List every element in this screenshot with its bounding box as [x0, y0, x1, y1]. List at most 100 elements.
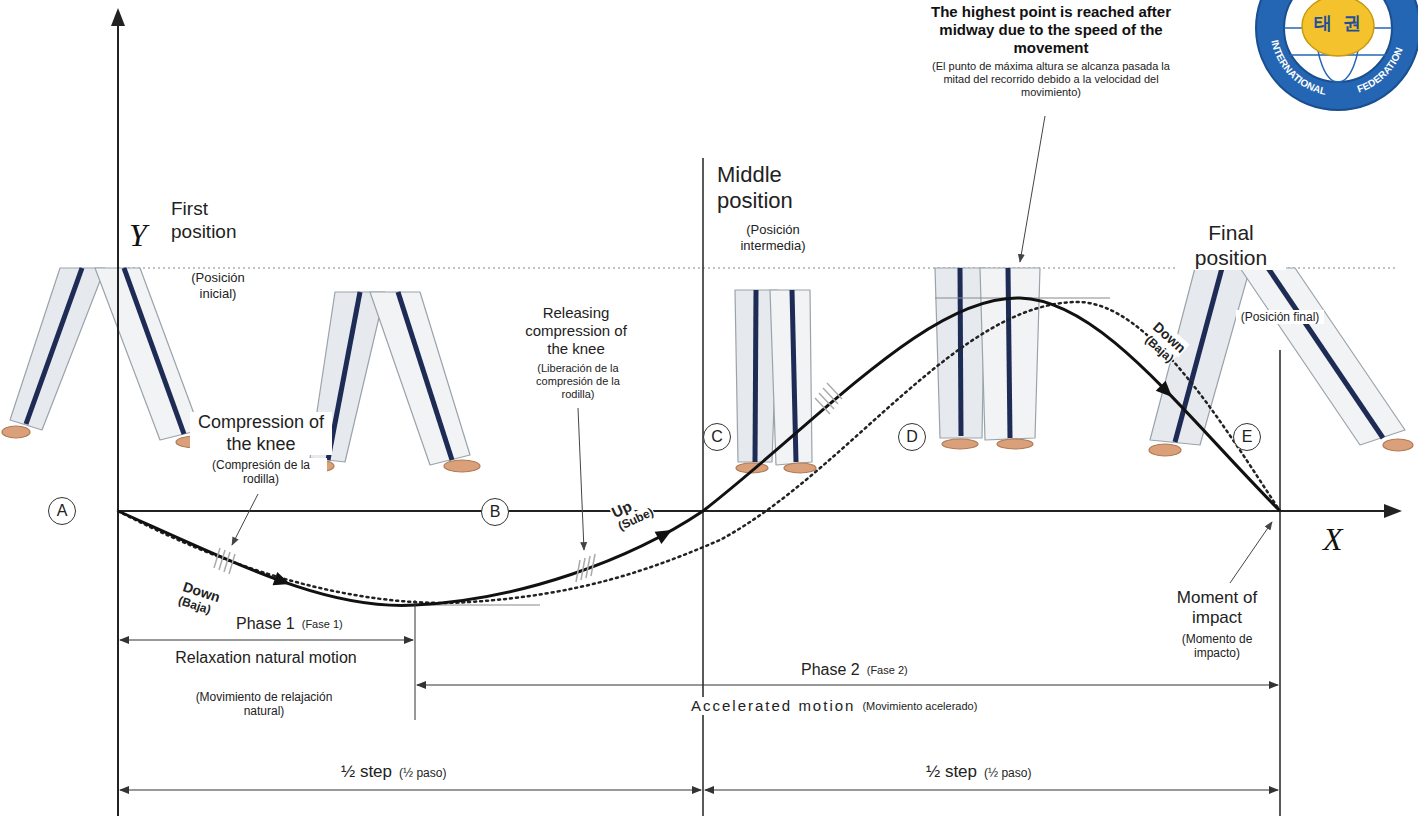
dotted-curve	[118, 302, 1280, 603]
motion-hatch	[219, 550, 225, 570]
callout-note: (Compresión de la rodilla)	[195, 458, 327, 487]
trousers-figure	[370, 292, 470, 465]
axis-arrow	[111, 8, 125, 26]
position-note: (Posición final)	[1236, 310, 1324, 324]
motion-hatch	[576, 560, 580, 582]
trousers-figure	[10, 268, 105, 430]
axis-name: X	[1322, 520, 1344, 558]
point-circle: D	[898, 423, 926, 451]
motion-hatch	[224, 552, 230, 572]
phase-text: Relaxation natural motion	[170, 648, 362, 667]
phase-text: Accelerated motion	[690, 697, 856, 715]
trousers-figure	[935, 268, 985, 438]
axes	[702, 158, 704, 816]
axes	[117, 22, 119, 816]
position-note: (Posición intermedia)	[716, 222, 830, 253]
curve-arrow	[1156, 381, 1177, 402]
leader-line	[232, 116, 1272, 583]
point-letter: E	[1242, 429, 1253, 445]
motion-hatch	[591, 554, 595, 576]
trousers-figure	[755, 290, 756, 462]
position-title: Final position	[1176, 220, 1286, 270]
phase-note: (Fase 1)	[301, 618, 344, 631]
motion-hatch	[214, 548, 220, 568]
trousers-figure	[1008, 268, 1010, 438]
motion-hatch	[586, 556, 590, 578]
motion-curve	[118, 298, 1280, 605]
phase-label: Phase 1	[235, 614, 296, 633]
trousers-figure	[960, 268, 961, 436]
logo	[1256, 0, 1418, 110]
step-note: (½ paso)	[398, 766, 447, 780]
logo-text: FEDERATION	[1356, 46, 1405, 95]
motion-hatch	[819, 393, 834, 409]
point-circle: A	[48, 497, 76, 525]
callout-text: Releasing compression of the knee	[518, 304, 634, 358]
position-note: (Posición inicial)	[172, 270, 264, 301]
trousers-figure	[1383, 439, 1413, 451]
position-title: Middle position	[716, 162, 838, 215]
phase-label: Phase 2	[800, 660, 861, 679]
logo	[1338, 28, 1406, 96]
motion-hatch	[581, 558, 585, 580]
callout-note: (Momento de impacto)	[1166, 632, 1268, 661]
step-label: ½ step	[340, 762, 393, 782]
phase-note: (Fase 2)	[866, 664, 909, 677]
axes	[118, 510, 1388, 512]
position-title: First position	[170, 198, 272, 244]
motion-hatch	[815, 398, 830, 414]
logo-text: FEDERATION	[1356, 46, 1405, 95]
trousers-figure	[997, 439, 1033, 449]
point-circle: B	[481, 498, 509, 526]
dimension-line	[415, 600, 416, 720]
motion-hatch	[229, 554, 235, 574]
axis-name: Y	[128, 216, 148, 254]
trousers-figure	[784, 463, 816, 473]
dimension-line	[705, 790, 1278, 791]
dimension-line	[120, 790, 701, 791]
point-letter: A	[57, 503, 68, 519]
point-circle: E	[1233, 423, 1261, 451]
point-letter: B	[490, 504, 501, 520]
logo: INTERNATIONAL FEDERATION	[1256, 0, 1418, 110]
trousers-figure	[2, 268, 1413, 473]
callout-text: Moment of impact	[1160, 588, 1274, 629]
callout-note: (Liberación de la compresión de la rodil…	[518, 362, 638, 402]
motion-hatch	[823, 388, 838, 404]
trousers-figure	[444, 460, 480, 472]
trousers-figure	[328, 292, 360, 460]
logo-text: 태	[1313, 13, 1333, 35]
axis-arrow	[1384, 504, 1402, 518]
logo	[1270, 28, 1338, 96]
point-letter: C	[711, 429, 723, 445]
trousers-figure	[1149, 444, 1181, 456]
axes	[118, 22, 1388, 816]
callout-text: Compression of the knee	[190, 412, 332, 455]
point-letter: D	[906, 429, 918, 445]
callout-text: The highest point is reached after midwa…	[915, 3, 1187, 57]
leader-line	[1020, 116, 1045, 262]
leader-line	[232, 494, 258, 545]
trousers-figure	[1268, 268, 1383, 438]
trousers-figure	[980, 268, 1040, 440]
curve-arrow	[655, 524, 676, 544]
step-note: (½ paso)	[983, 766, 1032, 780]
trousers-figure	[1240, 268, 1405, 445]
trousers-figure	[2, 426, 30, 438]
point-circle: C	[703, 423, 731, 451]
leader-line	[1230, 522, 1272, 583]
logo	[1302, 0, 1374, 56]
phase-note: (Movimiento de relajación natural)	[178, 690, 350, 719]
dimension-line	[417, 685, 1278, 686]
phase-note: (Movimiento acelerado)	[861, 700, 978, 713]
trousers-figure	[942, 439, 978, 449]
dimension-line	[120, 600, 1278, 790]
curve-arrow	[273, 572, 293, 591]
callout-note: (El punto de máxima altura se alcanza pa…	[930, 60, 1172, 100]
trousers-figure	[398, 292, 452, 460]
logo-text: 권	[1342, 13, 1362, 35]
dimension-line	[120, 640, 413, 641]
logo	[1284, 0, 1392, 82]
trousers-figure	[26, 268, 82, 424]
